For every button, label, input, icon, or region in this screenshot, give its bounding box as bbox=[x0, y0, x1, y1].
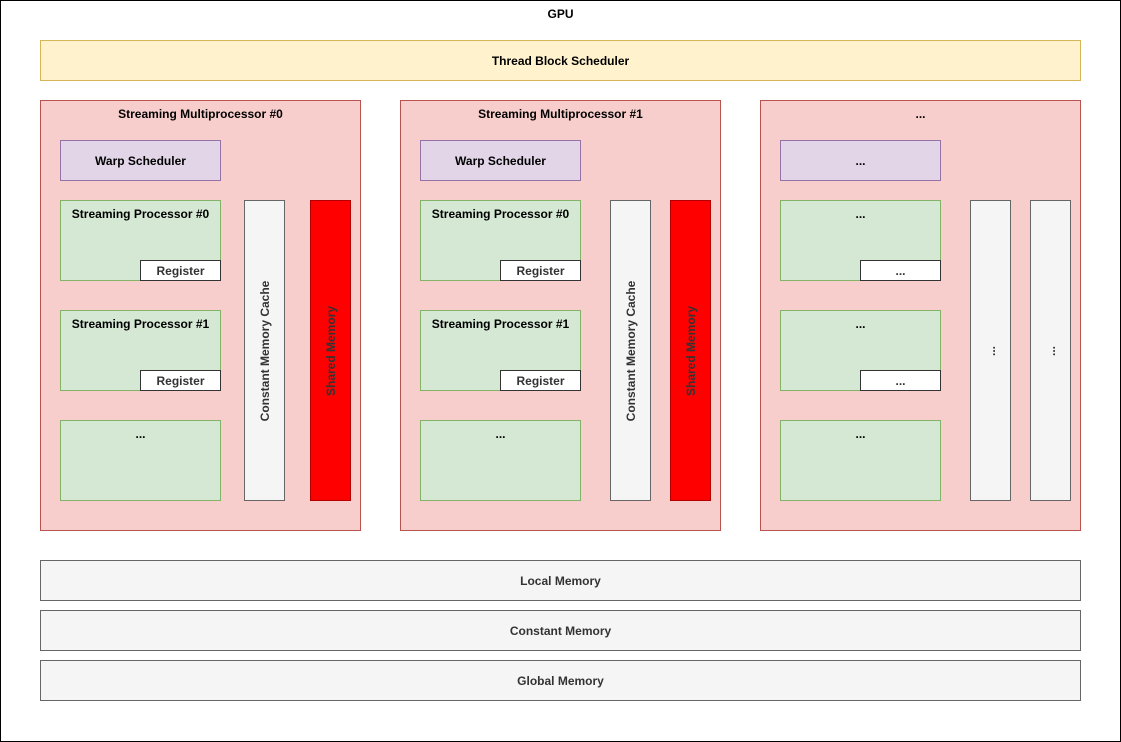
global-memory-label: Global Memory bbox=[517, 673, 604, 688]
sm0-constant-memory-cache-label: Constant Memory Cache bbox=[257, 280, 272, 421]
sm1-constant-memory-cache: Constant Memory Cache bbox=[610, 200, 651, 501]
sm1-warp-scheduler-label: Warp Scheduler bbox=[455, 153, 546, 168]
sm-more-sp0-title: ... bbox=[855, 207, 866, 221]
sm1-title: Streaming Multiprocessor #1 bbox=[478, 107, 643, 121]
sm1-shared-memory: Shared Memory bbox=[670, 200, 711, 501]
sm-more-title: ... bbox=[915, 107, 926, 121]
sm-more-sp-more-title: ... bbox=[855, 427, 866, 441]
sm0-sp0-title: Streaming Processor #0 bbox=[71, 207, 210, 221]
sm1-sp1-register: Register bbox=[500, 370, 581, 391]
sm-more-sp1-register-label: ... bbox=[895, 373, 906, 388]
sm0-sp-more-title: ... bbox=[135, 427, 146, 441]
constant-memory-label: Constant Memory bbox=[509, 623, 612, 638]
sm1-shared-memory-label: Shared Memory bbox=[683, 305, 698, 396]
sm-more-column-1: ... bbox=[970, 200, 1011, 501]
sm-more-sp0-register-label: ... bbox=[895, 263, 906, 278]
sm0-sp0-register: Register bbox=[140, 260, 221, 281]
sm-more-warp-scheduler: ... bbox=[780, 140, 941, 181]
sm-more-column-2-label: ... bbox=[1043, 345, 1058, 356]
global-memory: Global Memory bbox=[40, 660, 1081, 701]
sm0-sp1-register: Register bbox=[140, 370, 221, 391]
thread-block-scheduler: Thread Block Scheduler bbox=[40, 40, 1081, 81]
sm0-shared-memory-label: Shared Memory bbox=[323, 305, 338, 396]
thread-block-scheduler-label: Thread Block Scheduler bbox=[491, 53, 630, 68]
sm0-streaming-processor-more: ... bbox=[60, 420, 221, 501]
sm1-sp0-register: Register bbox=[500, 260, 581, 281]
gpu-label: GPU bbox=[547, 7, 574, 21]
sm1-sp1-register-label: Register bbox=[516, 373, 565, 388]
sm-more-sp0-register: ... bbox=[860, 260, 941, 281]
constant-memory: Constant Memory bbox=[40, 610, 1081, 651]
sm-more-sp1-title: ... bbox=[855, 317, 866, 331]
sm0-sp0-register-label: Register bbox=[156, 263, 205, 278]
sm-more-column-2: ... bbox=[1030, 200, 1071, 501]
local-memory: Local Memory bbox=[40, 560, 1081, 601]
sm1-sp-more-title: ... bbox=[495, 427, 506, 441]
sm-more-column-1-label: ... bbox=[983, 345, 998, 356]
sm-more-streaming-processor-more: ... bbox=[780, 420, 941, 501]
sm1-sp0-register-label: Register bbox=[516, 263, 565, 278]
sm0-title: Streaming Multiprocessor #0 bbox=[118, 107, 283, 121]
sm0-warp-scheduler: Warp Scheduler bbox=[60, 140, 221, 181]
local-memory-label: Local Memory bbox=[520, 573, 601, 588]
sm1-constant-memory-cache-label: Constant Memory Cache bbox=[623, 280, 638, 421]
sm0-sp1-register-label: Register bbox=[156, 373, 205, 388]
sm-more-sp1-register: ... bbox=[860, 370, 941, 391]
sm-more-warp-scheduler-label: ... bbox=[855, 153, 866, 168]
sm0-sp1-title: Streaming Processor #1 bbox=[71, 317, 210, 331]
sm0-warp-scheduler-label: Warp Scheduler bbox=[95, 153, 186, 168]
sm1-warp-scheduler: Warp Scheduler bbox=[420, 140, 581, 181]
sm0-constant-memory-cache: Constant Memory Cache bbox=[244, 200, 285, 501]
sm1-sp0-title: Streaming Processor #0 bbox=[431, 207, 570, 221]
sm0-shared-memory: Shared Memory bbox=[310, 200, 351, 501]
sm1-sp1-title: Streaming Processor #1 bbox=[431, 317, 570, 331]
sm1-streaming-processor-more: ... bbox=[420, 420, 581, 501]
